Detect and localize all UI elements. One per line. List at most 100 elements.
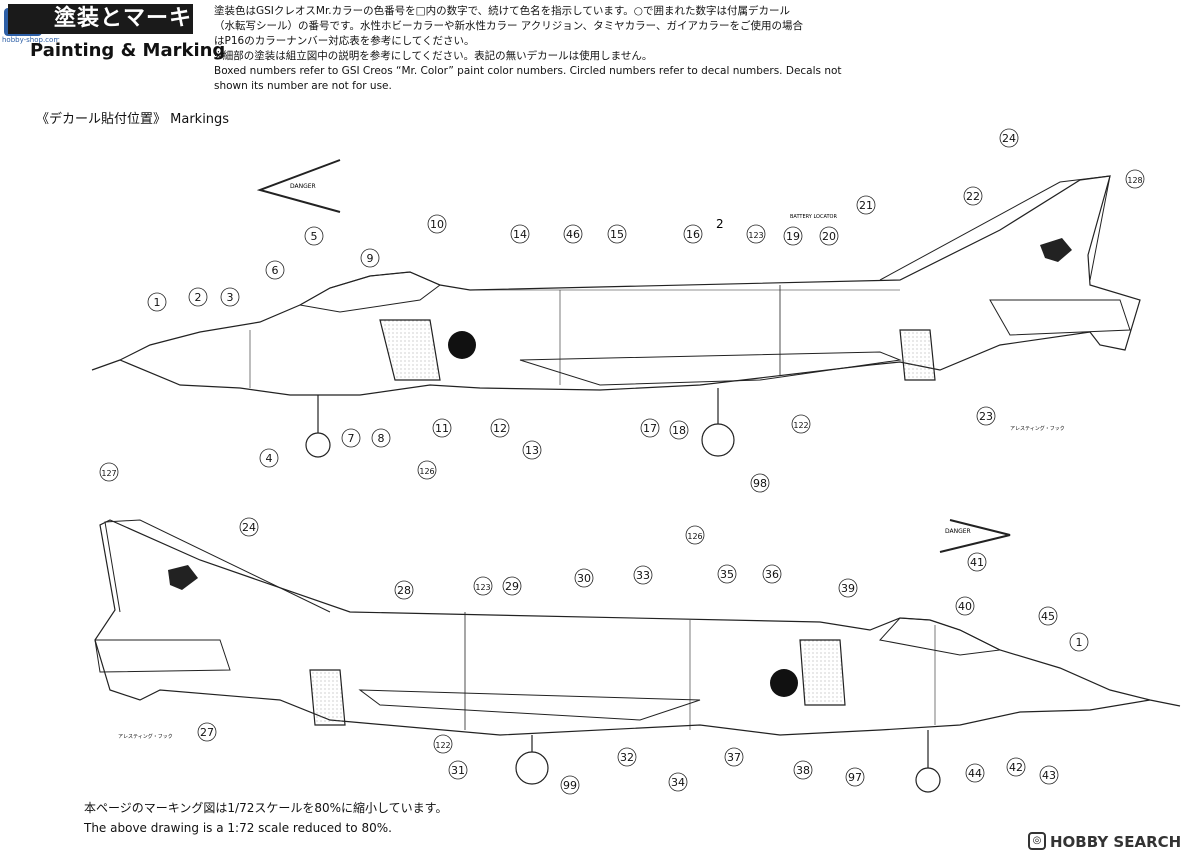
- decal-callout-number: 27: [200, 726, 214, 739]
- decal-callout-number: 8: [378, 432, 385, 445]
- decal-callout-number: 97: [848, 771, 862, 784]
- decal-callout-number: 29: [505, 580, 519, 593]
- decal-callout-circle: [717, 564, 737, 584]
- intro-jp-line: 塗装色はGSIクレオスMr.カラーの色番号を□内の数字で、続けて色名を指示してい…: [214, 5, 790, 17]
- decal-callout-circle: [265, 260, 285, 280]
- decal-callout-number: 23: [979, 410, 993, 423]
- decal-callout-number: 126: [419, 467, 434, 476]
- section-title-en: Painting & Marking: [30, 40, 226, 61]
- intro-jp-line: はP16のカラーナンバー対応表を参考にしてください。: [214, 35, 475, 47]
- intro-en-line: Boxed numbers refer to GSI Creos “Mr. Co…: [214, 65, 842, 77]
- decal-callout-number: 19: [786, 230, 800, 243]
- battery-locator-label: BATTERY LOCATOR: [790, 214, 837, 220]
- decal-callout-number: 31: [451, 764, 465, 777]
- instructions-block: 塗装色はGSIクレオスMr.カラーの色番号を□内の数字で、続けて色名を指示してい…: [214, 4, 864, 94]
- decal-callout-number: 123: [748, 231, 763, 240]
- decal-callout-number: 15: [610, 228, 624, 241]
- decal-callout-number: 32: [620, 751, 634, 764]
- decal-callout-circle: [417, 460, 437, 480]
- decal-callout-circle: [856, 195, 876, 215]
- decal-callout-number: 10: [430, 218, 444, 231]
- aircraft-right-side-view: [94, 519, 1181, 793]
- decal-callout-circle: [791, 414, 811, 434]
- decal-callout-circle: [669, 420, 689, 440]
- decal-callout-number: 13: [525, 444, 539, 457]
- decal-callout-circle: [746, 224, 766, 244]
- danger-label: DANGER: [290, 183, 316, 190]
- decal-callout-circle: [963, 186, 983, 206]
- decal-callout-number: 5: [311, 230, 318, 243]
- decal-callout-circle: [955, 596, 975, 616]
- decal-callout-circle: [220, 287, 240, 307]
- decal-callout-circle: [448, 760, 468, 780]
- decal-callout-number: 1: [1076, 636, 1083, 649]
- decal-callout-number: 99: [563, 779, 577, 792]
- decal-callout-circle: [999, 128, 1019, 148]
- scale-footnote: 本ページのマーキング図は1/72スケールを80%に縮小しています。 The ab…: [84, 798, 447, 838]
- decal-callout-circle: [845, 767, 865, 787]
- decal-callout-number: 14: [513, 228, 527, 241]
- intro-en-line: shown its number are not for use.: [214, 80, 392, 92]
- decal-callout-circle: [371, 428, 391, 448]
- decal-callout-number: 40: [958, 600, 972, 613]
- decal-callout-circle: [510, 224, 530, 244]
- decal-callout-number: 37: [727, 751, 741, 764]
- decal-callout-circle: [683, 224, 703, 244]
- decal-callout-circle: [147, 292, 167, 312]
- decal-callout-number: 122: [435, 741, 450, 750]
- decal-callout-circle: [965, 763, 985, 783]
- decal-callout-circle: [259, 448, 279, 468]
- decal-callout-number: 123: [475, 583, 490, 592]
- decal-callout-number: 45: [1041, 610, 1055, 623]
- decal-callout-circle: [1125, 169, 1145, 189]
- decal-callout-circle: [560, 775, 580, 795]
- arresting-hook-label: アレスティング・フック: [1010, 425, 1065, 432]
- decal-callout-circle: [522, 440, 542, 460]
- decal-callout-number: 122: [793, 421, 808, 430]
- decal-callout-circle: [668, 772, 688, 792]
- decal-callout-circle: [793, 760, 813, 780]
- decal-callout-circle: [633, 565, 653, 585]
- decal-callout-number: 1: [154, 296, 161, 309]
- decal-callout-circle: [967, 552, 987, 572]
- decal-callout-number: 6: [272, 264, 279, 277]
- decal-callout-circle: [1039, 765, 1059, 785]
- decal-callout-number: 98: [753, 477, 767, 490]
- decal-callout-circle: [783, 226, 803, 246]
- decal-callout-circle: [838, 578, 858, 598]
- decal-callout-number: 7: [348, 432, 355, 445]
- intro-jp-line: （水転写シール）の番号です。水性ホビーカラーや新水性カラー アクリジョン、タミヤ…: [214, 20, 804, 32]
- decal-callout-number: 20: [822, 230, 836, 243]
- danger-chevron-bottom: [939, 519, 1011, 553]
- decal-callout-circle: [341, 428, 361, 448]
- decal-callout-circle: [1006, 757, 1026, 777]
- decal-callout-circle: [239, 517, 259, 537]
- decal-callout-circle: [819, 226, 839, 246]
- decal-callout-number: 21: [859, 199, 873, 212]
- decal-callout-number: 35: [720, 568, 734, 581]
- decal-callout-number: 46: [566, 228, 580, 241]
- decal-callout-circle: [473, 576, 493, 596]
- decal-callout-circle: [563, 224, 583, 244]
- decal-callout-number: 9: [367, 252, 374, 265]
- watermark-right: HOBBY SEARCH: [1050, 833, 1182, 851]
- decal-callout-number: 43: [1042, 769, 1056, 782]
- decal-callout-number: 11: [435, 422, 449, 435]
- footnote-jp: 本ページのマーキング図は1/72スケールを80%に縮小しています。: [84, 801, 448, 815]
- stencil-number: 2: [716, 217, 724, 231]
- decal-callout-number: 24: [1002, 132, 1016, 145]
- decal-callout-number: 33: [636, 569, 650, 582]
- arresting-hook-label: アレスティング・フック: [118, 733, 173, 740]
- decal-callout-number: 17: [643, 422, 657, 435]
- decal-callout-number: 3: [227, 291, 234, 304]
- decal-callout-number: 22: [966, 190, 980, 203]
- decal-callout-circle: [607, 224, 627, 244]
- decal-callout-number: 41: [970, 556, 984, 569]
- decal-callout-circle: [724, 747, 744, 767]
- decal-callout-number: 39: [841, 582, 855, 595]
- footnote-en: The above drawing is a 1:72 scale reduce…: [84, 821, 392, 835]
- decal-callout-number: 28: [397, 584, 411, 597]
